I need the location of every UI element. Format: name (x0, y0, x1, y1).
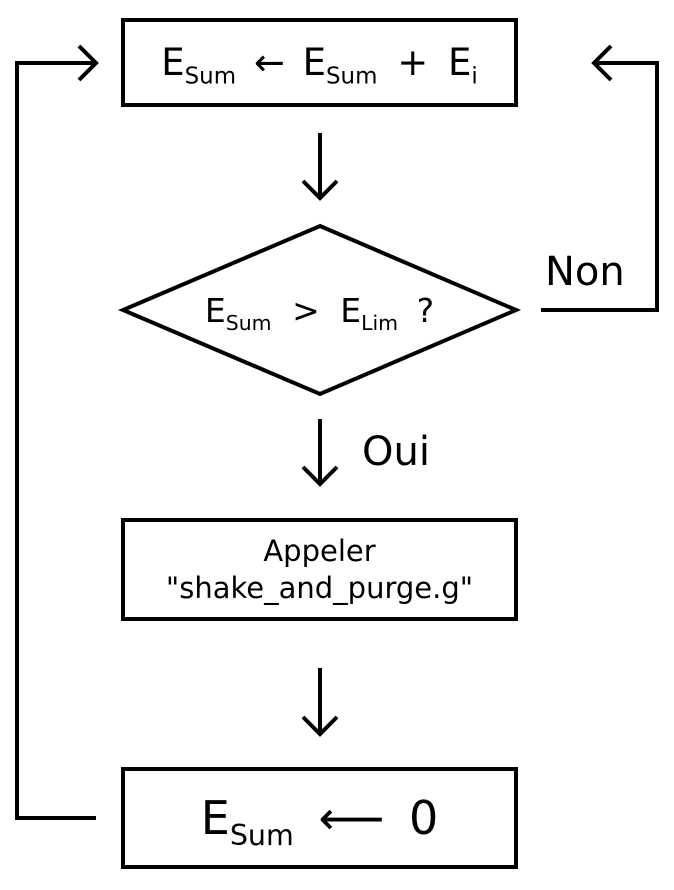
accumulate-lhs: E (161, 41, 185, 84)
reset-lhs: E (200, 791, 230, 845)
arrow-to-decision (301, 133, 339, 201)
decision-question: ? (416, 290, 435, 330)
arrow-to-reset (301, 668, 339, 737)
reset-lhs-sub: Sum (229, 818, 294, 852)
reset-label: ESum ⟵ 0 (123, 769, 516, 867)
decision-lhs-sub: Sum (225, 310, 272, 335)
plus-sign: + (397, 41, 429, 84)
yes-arrow (301, 419, 339, 487)
assign-arrow: ← (253, 41, 285, 84)
decision-rhs-sub: Lim (361, 310, 399, 335)
decision-rhs: E (340, 290, 362, 330)
accumulate-rhs2: E (448, 41, 472, 84)
decision-lhs: E (204, 290, 226, 330)
accumulate-lhs-sub: Sum (184, 63, 237, 90)
reset-value: 0 (408, 791, 439, 845)
no-loop-arrow (541, 44, 659, 312)
accumulate-rhs1: E (302, 41, 326, 84)
call-box (121, 518, 518, 621)
decision-operator: > (292, 290, 320, 330)
decision-label: ESum > ELim ? (123, 286, 516, 334)
loop-back-arrow (15, 44, 99, 820)
decision-diamond (117, 223, 522, 397)
accumulate-rhs2-sub: i (471, 63, 478, 90)
call-line1: Appeler (263, 534, 376, 569)
accumulate-box (121, 18, 518, 107)
reset-box (121, 767, 518, 869)
call-line2: "shake_and_purge.g" (165, 570, 474, 605)
yes-label: Oui (362, 429, 430, 475)
reset-arrow: ⟵ (318, 791, 385, 845)
call-label: Appeler "shake_and_purge.g" (123, 520, 516, 619)
accumulate-rhs1-sub: Sum (326, 63, 378, 90)
no-label: Non (545, 249, 625, 295)
accumulate-label: ESum ← ESum + Ei (123, 20, 516, 105)
